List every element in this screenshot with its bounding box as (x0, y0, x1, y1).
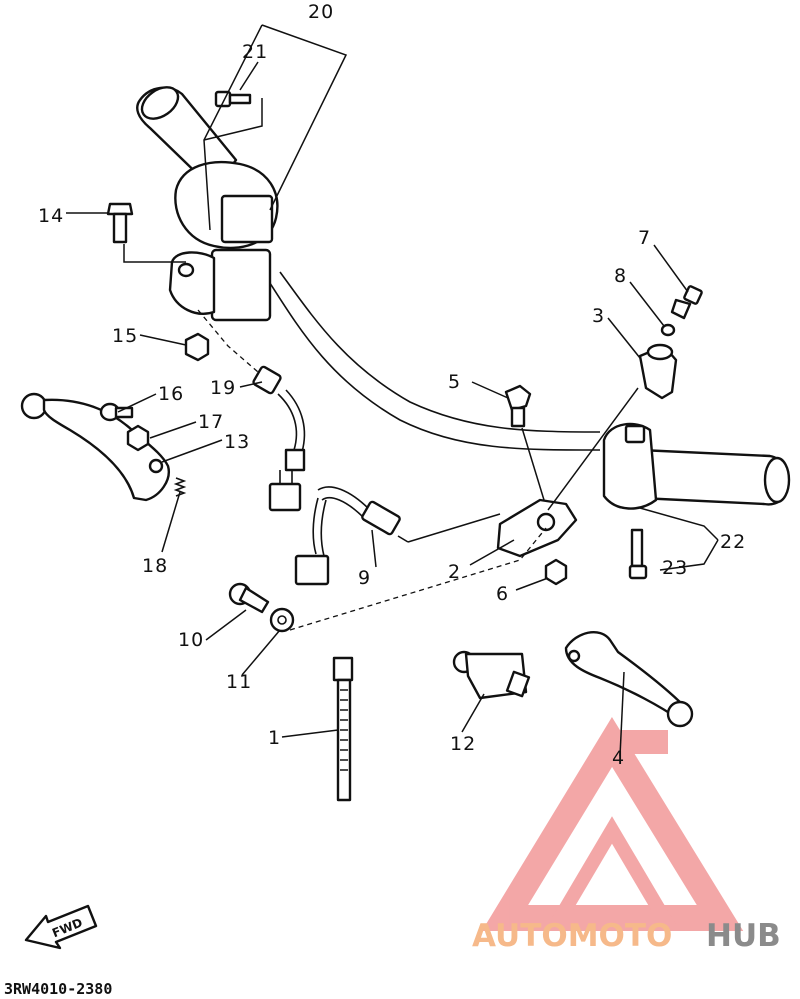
callout-11: 11 (226, 671, 252, 693)
callout-16: 16 (158, 383, 184, 405)
bolt-5-icon (504, 384, 532, 428)
callout-8: 8 (614, 265, 627, 287)
callout-23: 23 (662, 557, 688, 579)
master-cylinder (168, 194, 274, 322)
watermark-brand-part1: AUTOMOTO (472, 918, 672, 954)
fwd-arrow-icon (24, 904, 98, 950)
screw-16-icon (99, 402, 134, 422)
callout-5: 5 (448, 371, 461, 393)
callout-10: 10 (178, 629, 204, 651)
callout-13: 13 (224, 431, 250, 453)
callout-19: 19 (210, 377, 236, 399)
callout-22: 22 (720, 531, 746, 553)
screw-23-icon (628, 528, 648, 580)
washer-8-icon (660, 323, 676, 337)
callout-2: 2 (448, 561, 461, 583)
brake-switch-19 (252, 365, 306, 512)
front-brake-lever-13 (20, 392, 170, 502)
assembly-lines (197, 309, 639, 631)
watermark-brand-part2: HUB (706, 918, 781, 954)
bolt-21-icon (214, 90, 252, 108)
nut-6-icon (544, 558, 568, 586)
callout-15: 15 (112, 325, 138, 347)
nut-11-icon (269, 607, 295, 633)
bolt-7-icon (670, 285, 703, 320)
lever-bracket-2 (496, 498, 578, 558)
handlebar-switch-22 (602, 422, 658, 510)
callout-21: 21 (242, 41, 268, 63)
cable-tie-1 (332, 656, 354, 802)
nut-17-icon (126, 424, 150, 452)
callout-14: 14 (38, 205, 64, 227)
nut-15-icon (184, 332, 210, 362)
callout-4: 4 (612, 747, 625, 769)
callout-3: 3 (592, 305, 605, 327)
callout-17: 17 (198, 411, 224, 433)
callout-20: 20 (308, 1, 334, 23)
drawing-code: 3RW4010-2380 (4, 980, 112, 998)
bracket-holder-3 (638, 343, 678, 400)
callout-18: 18 (142, 555, 168, 577)
callout-9: 9 (358, 567, 371, 589)
screw-10-icon (228, 582, 270, 614)
leader-lines (66, 24, 719, 757)
spring-18-icon (173, 477, 187, 497)
callout-1: 1 (268, 727, 281, 749)
callout-6: 6 (496, 583, 509, 605)
clutch-switch-9 (294, 486, 409, 586)
clutch-lever-4 (564, 630, 694, 728)
callout-12: 12 (450, 733, 476, 755)
cable-guide-12 (452, 650, 531, 700)
callout-7: 7 (638, 227, 651, 249)
bolt-14-icon (106, 202, 134, 244)
